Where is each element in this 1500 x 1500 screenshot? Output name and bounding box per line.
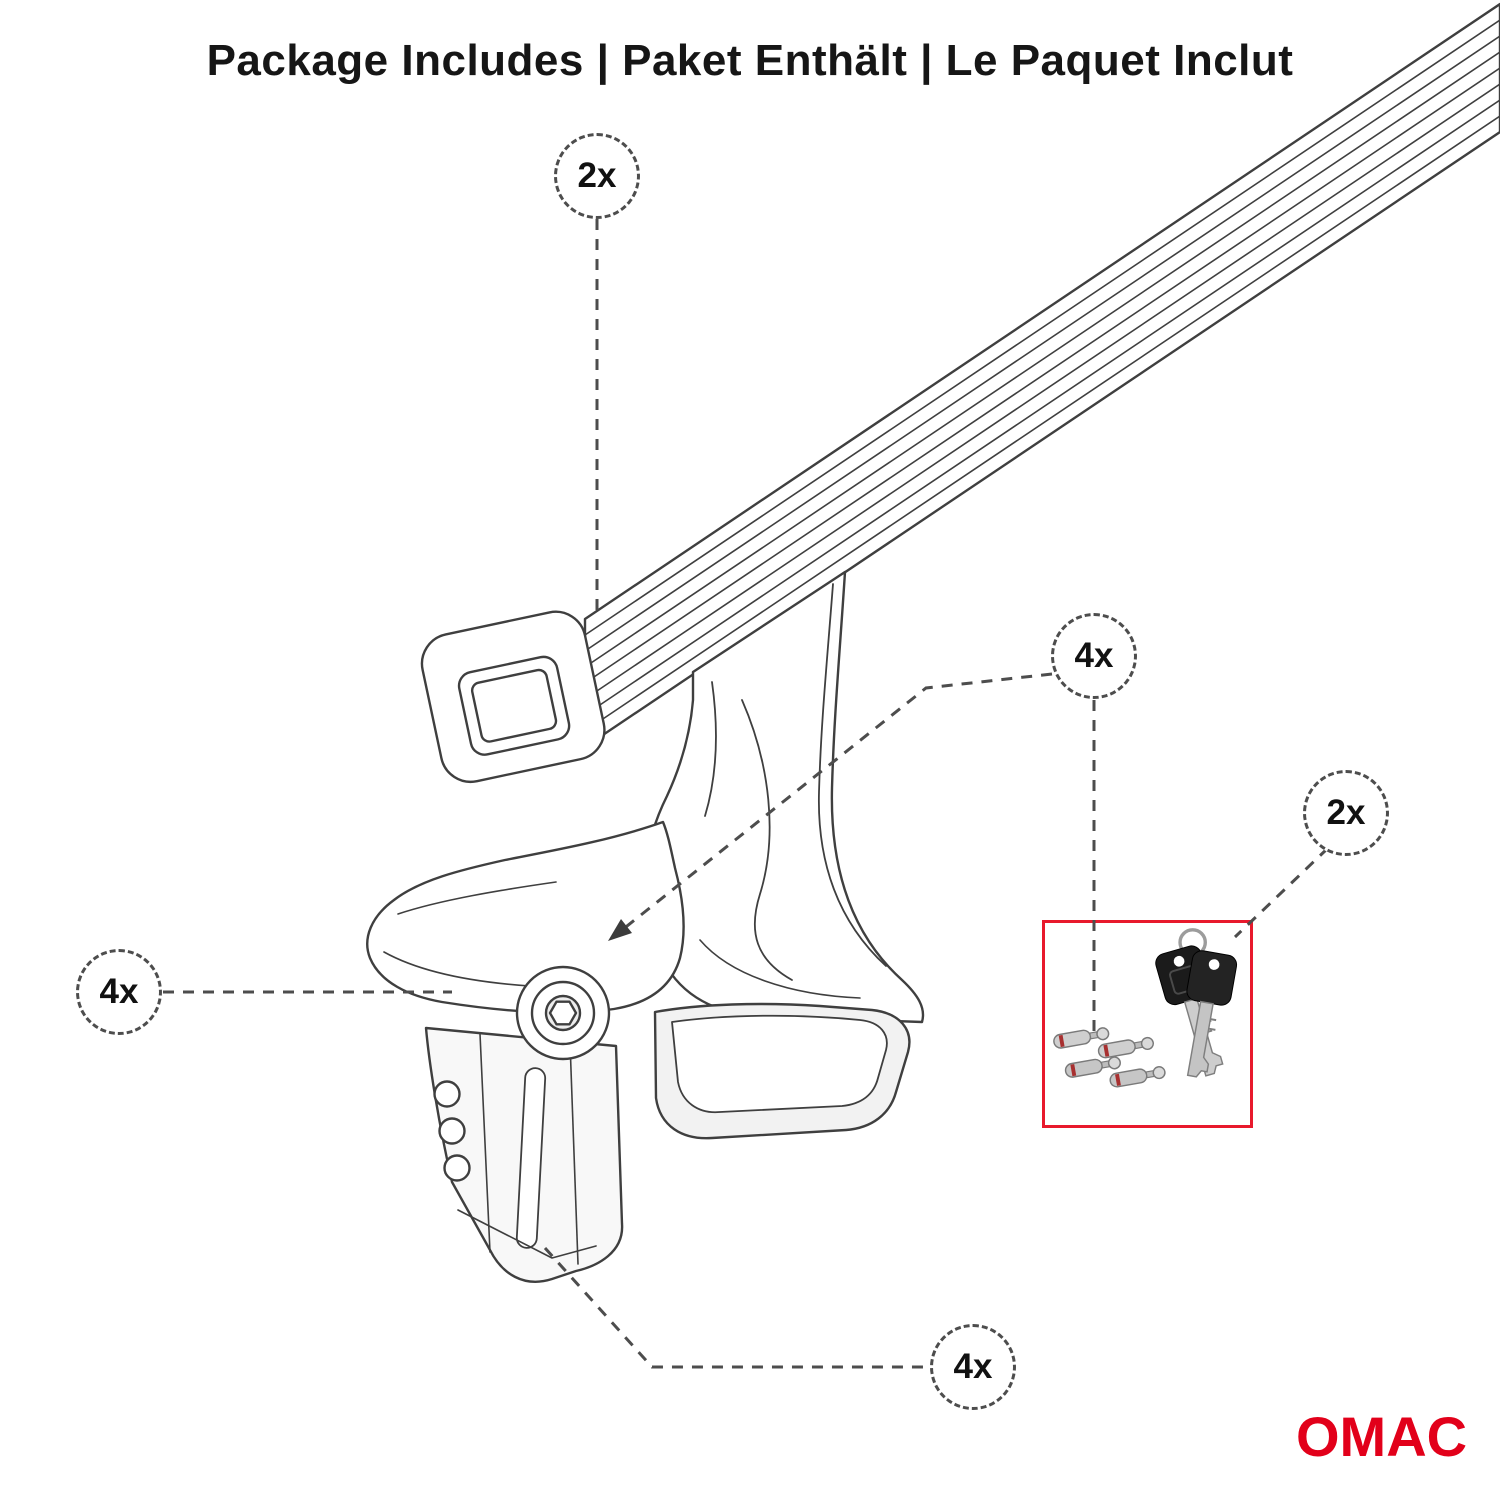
leader-arrowhead [608,919,632,941]
crossbar [583,2,1500,749]
callout-locks-qty: 4x [1051,613,1137,699]
callout-keys-qty: 2x [1303,770,1389,856]
callout-keys-label: 2x [1326,793,1366,832]
leader-lines [163,219,1330,1369]
clamp-bracket [424,1026,624,1283]
callout-foot-label: 4x [99,972,139,1011]
crossbar-end-cap [420,610,606,784]
leader-bolt [611,672,1053,940]
callout-clamp-label: 4x [953,1347,993,1386]
hardware-box-graphics [1053,928,1238,1088]
callout-crossbar-label: 2x [577,156,617,195]
mounting-foot [366,570,925,1024]
bolt-fixing-point [515,965,611,1061]
page-title: Package Includes | Paket Enthält | Le Pa… [206,36,1294,85]
key-icon [1155,928,1238,1078]
callout-foot-qty: 4x [76,949,162,1035]
leader-keys [1233,846,1330,939]
callout-clamp-qty: 4x [930,1324,1016,1410]
lock-cylinder-icon [1053,1027,1166,1088]
leader-clamp [543,1246,931,1369]
brand-logo: OMAC [1296,1405,1468,1468]
included-hardware-box [1042,920,1253,1128]
callout-locks-label: 4x [1074,636,1114,675]
callout-crossbar-qty: 2x [554,133,640,219]
base-pad [653,1002,911,1140]
